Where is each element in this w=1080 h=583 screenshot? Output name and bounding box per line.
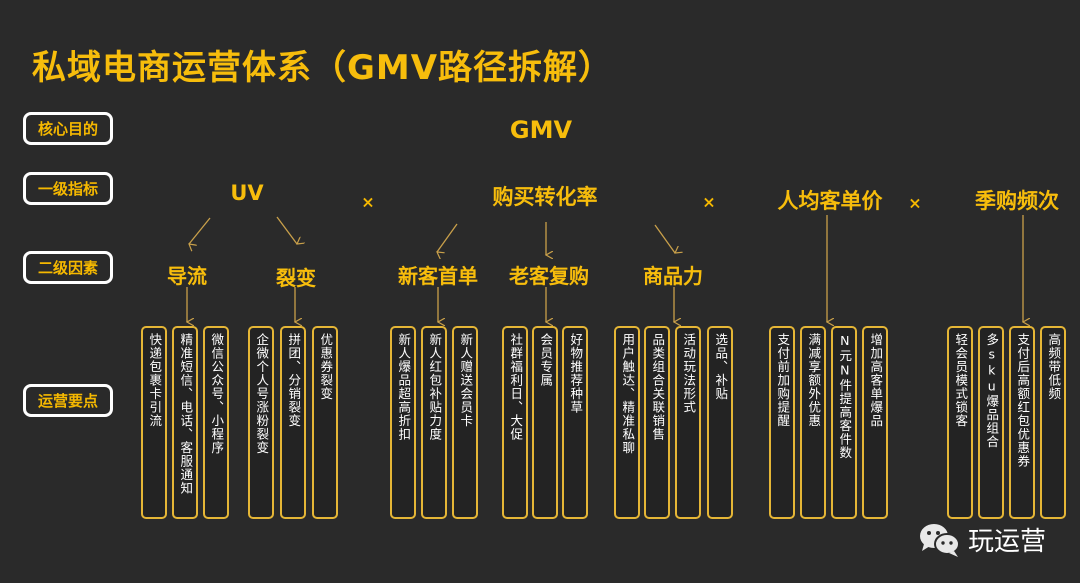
row-label-core-goal: 核心目的: [23, 112, 113, 145]
point-box: 拼团、分销裂变: [280, 326, 306, 519]
row-label-level1-metric: 一级指标: [23, 172, 113, 205]
point-box: 满减享额外优惠: [800, 326, 826, 519]
level1-node-purchase-frequency: 季购频次: [975, 189, 1059, 213]
level1-node-uv: UV: [230, 181, 264, 205]
level1-node-conversion-rate: 购买转化率: [492, 185, 598, 209]
core-node-gmv: GMV: [509, 116, 573, 144]
level2-node-traffic: 导流: [167, 264, 207, 288]
level1-node-avg-order-value: 人均客单价: [777, 189, 883, 213]
brand-name: 玩运营: [968, 527, 1047, 557]
page-title: 私域电商运营体系（GMV路径拆解）: [32, 48, 614, 88]
point-box: 精准短信、电话、客服通知: [172, 326, 198, 519]
point-box: 选品、补贴: [707, 326, 733, 519]
point-box: 社群福利日、大促: [502, 326, 528, 519]
point-box: 高频带低频: [1040, 326, 1066, 519]
level2-node-new-customer: 新客首单: [398, 264, 478, 288]
point-box: 支付前加购提醒: [769, 326, 795, 519]
point-box: 品类组合关联销售: [644, 326, 670, 519]
point-box: 轻会员模式锁客: [947, 326, 973, 519]
multiply-sign: ×: [361, 192, 375, 212]
point-box: 企微个人号涨粉裂变: [248, 326, 274, 519]
point-box: 活动玩法形式: [675, 326, 701, 519]
point-box: 多sku爆品组合: [978, 326, 1004, 519]
level2-node-product-power: 商品力: [643, 264, 703, 288]
multiply-sign: ×: [908, 193, 922, 213]
point-box: 优惠券裂变: [312, 326, 338, 519]
point-box: N元N件提高客件数: [831, 326, 857, 519]
point-box: 新人爆品超高折扣: [390, 326, 416, 519]
brand-watermark: 玩运营: [918, 521, 1046, 558]
point-box: 新人红包补贴力度: [421, 326, 447, 519]
point-box: 支付后高额红包优惠券: [1009, 326, 1035, 519]
row-label-level2-factor: 二级因素: [23, 251, 113, 284]
level2-node-repeat-customer: 老客复购: [509, 264, 589, 288]
level2-node-fission: 裂变: [276, 266, 316, 290]
point-box: 新人赠送会员卡: [452, 326, 478, 519]
point-box: 增加高客单爆品: [862, 326, 888, 519]
point-box: 好物推荐种草: [562, 326, 588, 519]
wechat-icon: [920, 523, 960, 557]
row-label-operation-points: 运营要点: [23, 384, 113, 417]
point-box: 微信公众号、小程序: [203, 326, 229, 519]
point-box: 用户触达、精准私聊: [614, 326, 640, 519]
point-box: 快递包裹卡引流: [141, 326, 167, 519]
multiply-sign: ×: [702, 192, 716, 212]
point-box: 会员专属: [532, 326, 558, 519]
